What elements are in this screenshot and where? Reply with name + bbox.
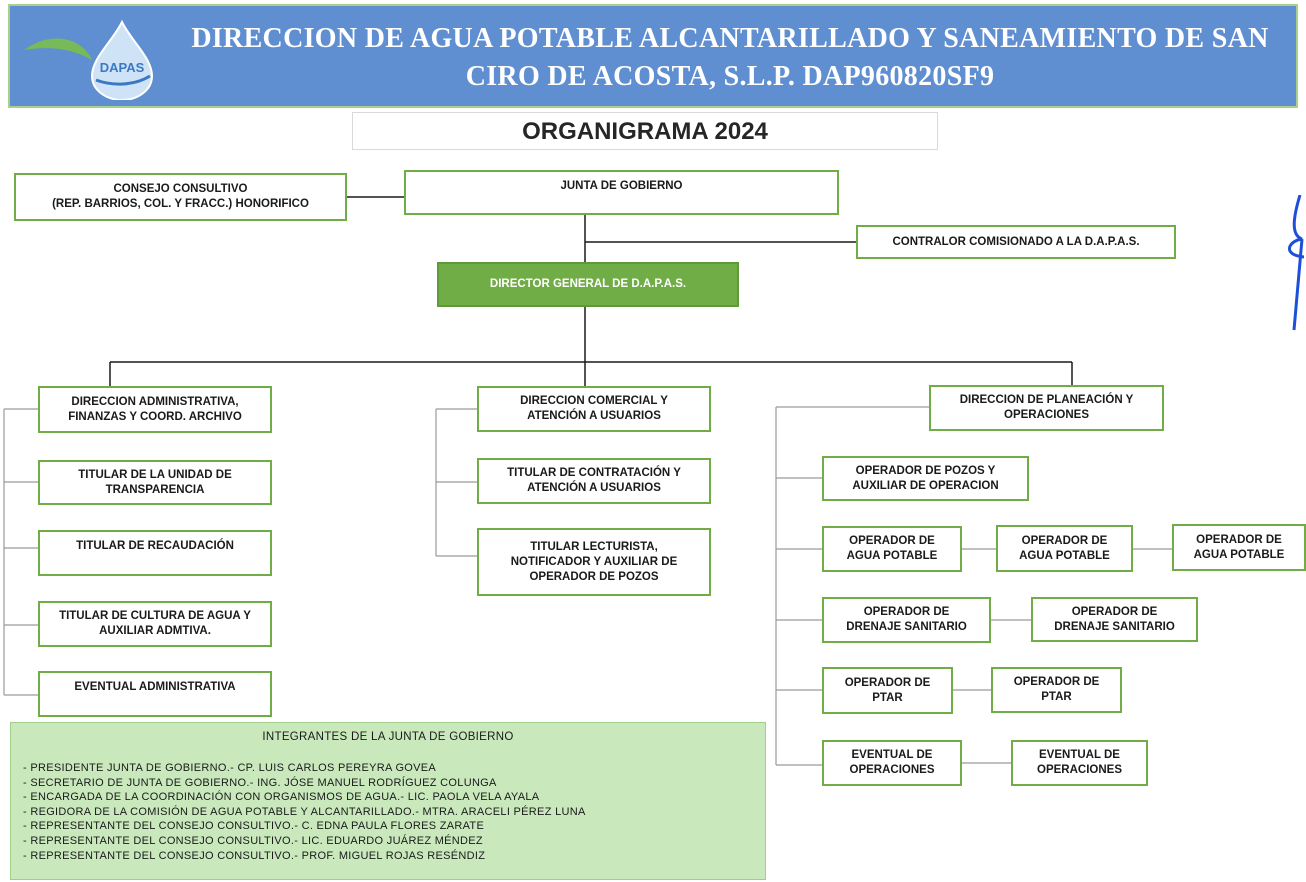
- admin-item-label: TITULAR DE LA UNIDAD DE TRANSPARENCIA: [78, 468, 232, 496]
- operador-agua-label: OPERADOR DE AGUA POTABLE: [846, 535, 938, 562]
- admin-item-box: EVENTUAL ADMINISTRATIVA: [38, 671, 272, 717]
- comercial-item-label: TITULAR LECTURISTA, NOTIFICADOR Y AUXILI…: [510, 540, 678, 583]
- admin-item-label: EVENTUAL ADMINISTRATIVA: [74, 681, 236, 693]
- junta-gobierno-box: JUNTA DE GOBIERNO: [404, 170, 839, 215]
- operador-ptar-box: OPERADOR DE PTAR: [991, 667, 1122, 713]
- member-item: - REPRESENTANTE DEL CONSEJO CONSULTIVO.-…: [23, 849, 486, 862]
- junta-members-panel: INTEGRANTES DE LA JUNTA DE GOBIERNO - PR…: [10, 722, 766, 880]
- operador-ptar-label: OPERADOR DE PTAR: [844, 676, 931, 704]
- logo-text: DAPAS: [100, 60, 145, 75]
- junta-gobierno-label: JUNTA DE GOBIERNO: [560, 180, 683, 192]
- operador-agua-box: OPERADOR DE AGUA POTABLE: [1172, 524, 1306, 571]
- operador-ptar-label: OPERADOR DE PTAR: [1013, 676, 1100, 703]
- admin-item-label: TITULAR DE RECAUDACIÓN: [76, 540, 234, 552]
- operador-drenaje-label: OPERADOR DE DRENAJE SANITARIO: [846, 606, 967, 633]
- members-list: - PRESIDENTE JUNTA DE GOBIERNO.- CP. LUI…: [23, 761, 586, 863]
- header-banner: DAPAS DIRECCION DE AGUA POTABLE ALCANTAR…: [8, 4, 1298, 108]
- admin-item-box: TITULAR DE LA UNIDAD DE TRANSPARENCIA: [38, 460, 272, 505]
- comercial-item-label: TITULAR DE CONTRATACIÓN Y ATENCIÓN A USU…: [507, 467, 681, 494]
- comercial-item-box: TITULAR LECTURISTA, NOTIFICADOR Y AUXILI…: [477, 528, 711, 596]
- direccion-administrativa-label: DIRECCION ADMINISTRATIVA, FINANZAS Y COO…: [68, 395, 242, 423]
- consejo-consultivo-box: CONSEJO CONSULTIVO (REP. BARRIOS, COL. Y…: [14, 173, 347, 221]
- operador-drenaje-label: OPERADOR DE DRENAJE SANITARIO: [1054, 605, 1175, 633]
- direccion-planeacion-label: DIRECCION DE PLANEACIÓN Y OPERACIONES: [959, 394, 1134, 421]
- header-title-line2: CIRO DE ACOSTA, S.L.P. DAP960820SF9: [465, 61, 995, 92]
- eventual-operaciones-label: EVENTUAL DE OPERACIONES: [849, 749, 935, 776]
- comercial-item-box: TITULAR DE CONTRATACIÓN Y ATENCIÓN A USU…: [477, 458, 711, 504]
- eventual-operaciones-box: EVENTUAL DE OPERACIONES: [1011, 740, 1148, 786]
- eventual-operaciones-label: EVENTUAL DE OPERACIONES: [1037, 749, 1122, 776]
- consejo-consultivo-label: CONSEJO CONSULTIVO (REP. BARRIOS, COL. Y…: [52, 183, 309, 210]
- operador-ptar-box: OPERADOR DE PTAR: [822, 667, 953, 714]
- operador-agua-label: OPERADOR DE AGUA POTABLE: [1193, 533, 1285, 561]
- signature-mark: [1288, 195, 1305, 331]
- direccion-administrativa-box: DIRECCION ADMINISTRATIVA, FINANZAS Y COO…: [38, 386, 272, 433]
- director-general-label: DIRECTOR GENERAL DE D.A.P.A.S.: [489, 278, 687, 290]
- direccion-comercial-label: DIRECCION COMERCIAL Y ATENCIÓN A USUARIO…: [520, 395, 668, 422]
- member-item: - REGIDORA DE LA COMISIÓN DE AGUA POTABL…: [23, 805, 586, 818]
- contralor-box: CONTRALOR COMISIONADO A LA D.A.P.A.S.: [856, 225, 1176, 259]
- admin-item-box: TITULAR DE CULTURA DE AGUA Y AUXILIAR AD…: [38, 601, 272, 647]
- eventual-operaciones-box: EVENTUAL DE OPERACIONES: [822, 740, 962, 786]
- admin-item-box: TITULAR DE RECAUDACIÓN: [38, 530, 272, 576]
- contralor-label: CONTRALOR COMISIONADO A LA D.A.P.A.S.: [892, 235, 1140, 248]
- member-item: - REPRESENTANTE DEL CONSEJO CONSULTIVO.-…: [23, 820, 485, 833]
- direccion-planeacion-box: DIRECCION DE PLANEACIÓN Y OPERACIONES: [929, 385, 1164, 431]
- header-title-line1: DIRECCION DE AGUA POTABLE ALCANTARILLADO…: [191, 23, 1269, 54]
- member-item: - PRESIDENTE JUNTA DE GOBIERNO.- CP. LUI…: [23, 762, 437, 774]
- director-general-box: DIRECTOR GENERAL DE D.A.P.A.S.: [437, 262, 739, 307]
- member-item: - REPRESENTANTE DEL CONSEJO CONSULTIVO.-…: [23, 834, 483, 847]
- dapas-logo: DAPAS: [24, 20, 154, 100]
- operador-agua-box: OPERADOR DE AGUA POTABLE: [822, 526, 962, 572]
- operador-agua-box: OPERADOR DE AGUA POTABLE: [996, 525, 1133, 572]
- members-title: INTEGRANTES DE LA JUNTA DE GOBIERNO: [262, 731, 514, 743]
- page-title: ORGANIGRAMA 2024: [352, 112, 938, 150]
- operador-agua-label: OPERADOR DE AGUA POTABLE: [1019, 534, 1110, 562]
- operador-drenaje-box: OPERADOR DE DRENAJE SANITARIO: [822, 597, 991, 643]
- member-item: - ENCARGADA DE LA COORDINACIÓN CON ORGAN…: [23, 791, 540, 804]
- operador-drenaje-box: OPERADOR DE DRENAJE SANITARIO: [1031, 597, 1198, 642]
- admin-item-label: TITULAR DE CULTURA DE AGUA Y AUXILIAR AD…: [59, 610, 251, 637]
- operador-pozos-box: OPERADOR DE POZOS Y AUXILIAR DE OPERACIO…: [822, 456, 1029, 501]
- member-item: - SECRETARIO DE JUNTA DE GOBIERNO.- ING.…: [23, 776, 497, 789]
- header-title: DIRECCION DE AGUA POTABLE ALCANTARILLADO…: [160, 20, 1300, 96]
- direccion-comercial-box: DIRECCION COMERCIAL Y ATENCIÓN A USUARIO…: [477, 386, 711, 432]
- operador-pozos-label: OPERADOR DE POZOS Y AUXILIAR DE OPERACIO…: [852, 464, 999, 492]
